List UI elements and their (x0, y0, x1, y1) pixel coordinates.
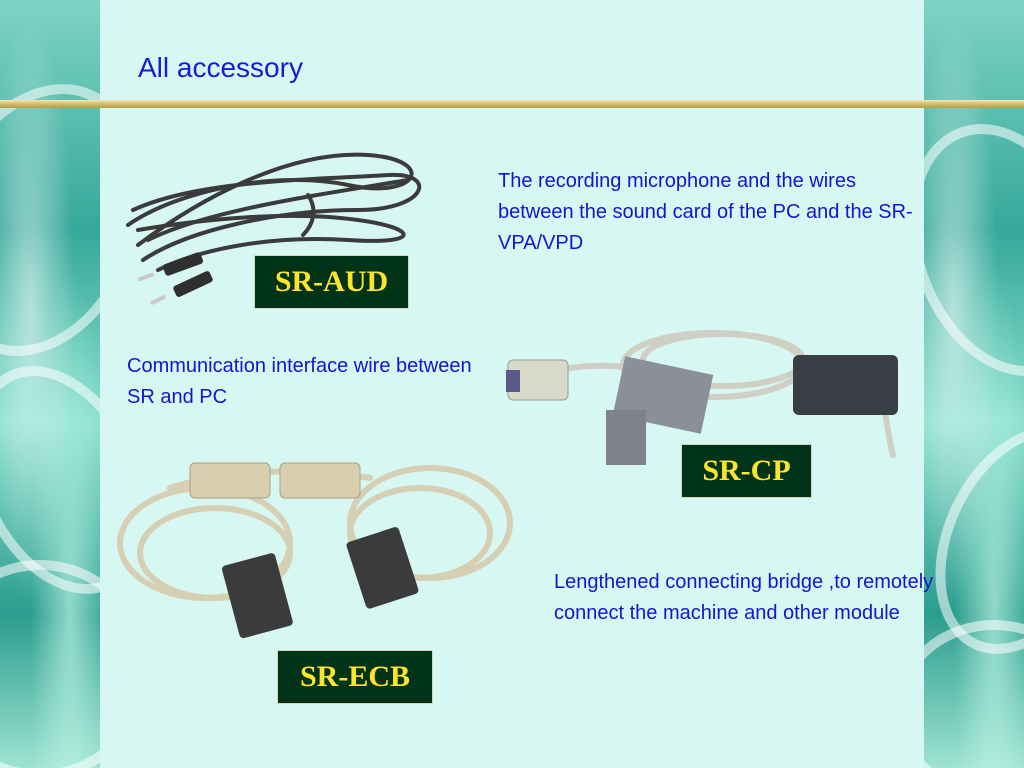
sr-cp-description: Communication interface wire between SR … (127, 355, 472, 408)
sr-ecb-description: Lengthened connecting bridge ,to remotel… (554, 571, 934, 624)
sr-cp-label: SR-CP (681, 444, 812, 498)
right-decorative-background (924, 0, 1024, 768)
audio-cable-image (126, 152, 422, 306)
communication-cable-image (506, 330, 898, 465)
left-decorative-background (0, 0, 100, 768)
title-divider (0, 100, 1024, 108)
sr-aud-description: The recording microphone and the wires b… (498, 170, 913, 254)
sr-ecb-label: SR-ECB (277, 650, 433, 704)
sr-aud-label: SR-AUD (254, 255, 409, 309)
slide-title: All accessory (138, 52, 303, 83)
extension-bridge-image (117, 462, 513, 639)
